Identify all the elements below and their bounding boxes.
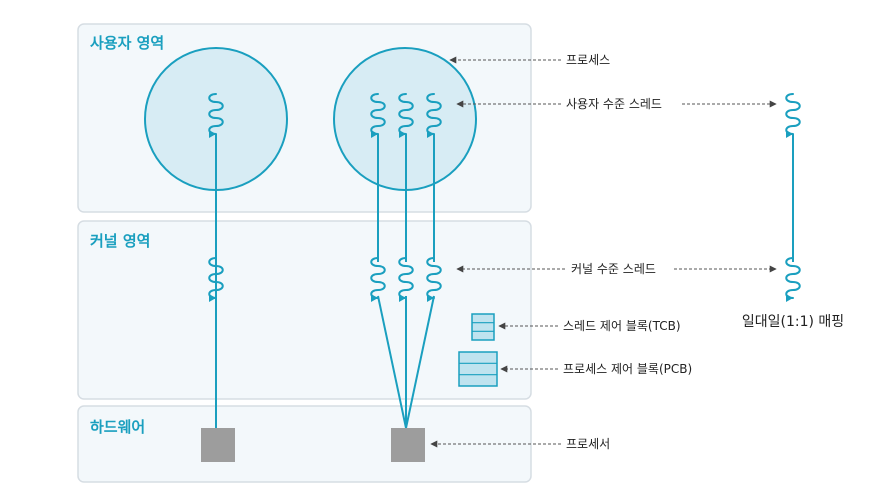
thread-tip-icon [427, 130, 434, 138]
processor-square-multi [391, 428, 425, 462]
user-thread-icon-multi-1 [370, 93, 386, 135]
callout-label-user-thread: 사용자 수준 스레드 [566, 97, 662, 111]
tcb-block-icon [471, 313, 495, 341]
pcb-block-icon [458, 351, 498, 387]
link-line-multi-1-lower [377, 295, 407, 429]
callout-label-process: 프로세스 [566, 53, 610, 67]
kernel-thread-icon-single [208, 257, 224, 299]
user-thread-icon-multi-2 [398, 93, 414, 135]
user-thread-icon-multi-3 [426, 93, 442, 135]
kernel-thread-icon-multi-2 [398, 257, 414, 299]
thread-tip-icon [371, 130, 378, 138]
thread-tip-icon [427, 294, 434, 302]
kernel-thread-icon-mapping [785, 257, 801, 299]
kernel-region-label: 커널 영역 [90, 232, 150, 250]
user-region-label: 사용자 영역 [90, 34, 164, 52]
link-line-multi-3-lower [405, 295, 435, 429]
thread-tip-icon [371, 294, 378, 302]
user-thread-icon-mapping [785, 93, 801, 135]
thread-tip-icon [399, 130, 406, 138]
thread-tip-icon [209, 130, 216, 138]
callout-label-pcb: 프로세스 제어 블록(PCB) [563, 362, 692, 376]
kernel-thread-icon-multi-1 [370, 257, 386, 299]
thread-tip-icon [786, 294, 793, 302]
kernel-thread-icon-multi-3 [426, 257, 442, 299]
callout-label-processor: 프로세서 [566, 437, 610, 451]
kernel-region [77, 220, 532, 400]
thread-tip-icon [399, 294, 406, 302]
hardware-region-label: 하드웨어 [90, 418, 145, 436]
thread-tip-icon [786, 130, 793, 138]
mapping-label: 일대일(1:1) 매핑 [742, 314, 844, 330]
processor-square-single [201, 428, 235, 462]
user-thread-icon-single [208, 93, 224, 135]
thread-tip-icon [209, 294, 216, 302]
multi-thread-lines [377, 134, 435, 429]
callout-label-tcb: 스레드 제어 블록(TCB) [563, 319, 681, 333]
callout-label-kernel-thread: 커널 수준 스레드 [571, 262, 656, 276]
